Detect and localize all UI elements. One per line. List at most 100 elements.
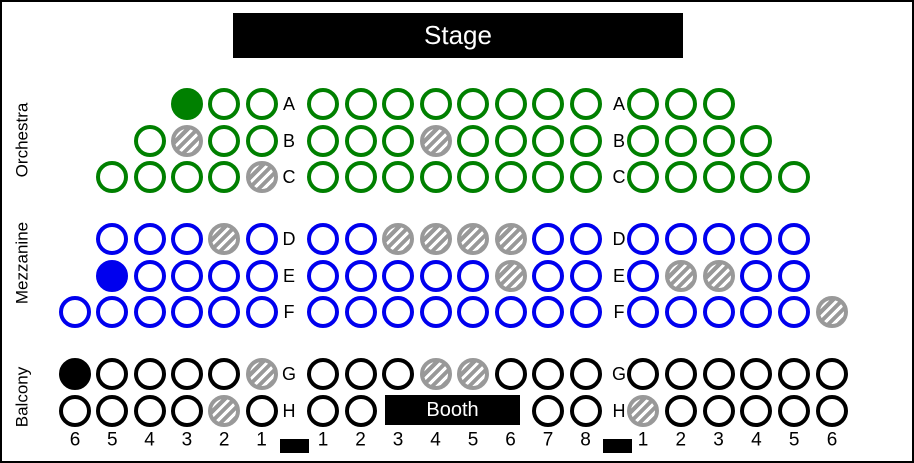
seat-E-left-2[interactable] [208,259,241,292]
seat-C-center-1[interactable] [307,161,339,193]
seat-C-right-5[interactable] [778,161,811,193]
seat-H-right-2[interactable] [664,394,697,427]
seat-A-right-3[interactable] [702,88,735,120]
seat-H-left-6[interactable] [59,394,91,427]
seat-B-right-3[interactable] [702,124,735,157]
seat-F-right-3[interactable] [702,296,735,328]
seat-G-right-4[interactable] [740,358,773,390]
seat-G-center-6[interactable] [494,358,527,390]
seat-F-left-4[interactable] [133,296,166,328]
seat-H-left-3[interactable] [170,394,203,427]
seat-D-right-4[interactable] [740,223,773,255]
seat-C-left-4[interactable] [133,161,166,193]
seat-F-center-4[interactable] [419,296,452,328]
seat-F-center-6[interactable] [494,296,527,328]
seat-B-right-4[interactable] [740,124,773,157]
seat-C-center-2[interactable] [344,161,377,193]
seat-C-right-4[interactable] [740,161,773,193]
seat-C-center-7[interactable] [532,161,564,193]
seat-F-right-2[interactable] [664,296,697,328]
seat-D-center-1[interactable] [307,223,339,255]
seat-F-left-5[interactable] [96,296,129,328]
seat-B-center-6[interactable] [494,124,527,157]
seat-A-left-1[interactable] [245,88,278,120]
seat-A-center-3[interactable] [382,88,414,120]
seat-C-right-3[interactable] [702,161,735,193]
seat-D-center-2[interactable] [344,223,377,255]
seat-G-center-2[interactable] [344,358,377,390]
seat-H-right-4[interactable] [740,394,773,427]
seat-C-right-1[interactable] [627,161,659,193]
seat-G-right-6[interactable] [816,358,848,390]
seat-H-left-5[interactable] [96,394,129,427]
seat-F-left-2[interactable] [208,296,241,328]
seat-C-left-2[interactable] [208,161,241,193]
seat-H-left-4[interactable] [133,394,166,427]
seat-D-left-5[interactable] [96,223,129,255]
seat-A-right-2[interactable] [664,88,697,120]
seat-B-center-5[interactable] [457,124,489,157]
seat-H-center-1[interactable] [307,394,339,427]
seat-G-left-3[interactable] [170,358,203,390]
seat-D-center-8[interactable] [569,223,602,255]
seat-B-left-2[interactable] [208,124,241,157]
seat-A-center-4[interactable] [419,88,452,120]
seat-G-left-5[interactable] [96,358,129,390]
seat-B-center-8[interactable] [569,124,602,157]
seat-B-center-1[interactable] [307,124,339,157]
seat-F-right-4[interactable] [740,296,773,328]
seat-E-left-1[interactable] [245,259,278,292]
seat-G-right-2[interactable] [664,358,697,390]
seat-C-center-8[interactable] [569,161,602,193]
seat-B-center-2[interactable] [344,124,377,157]
seat-E-center-2[interactable] [344,259,377,292]
seat-A-center-7[interactable] [532,88,564,120]
seat-H-right-5[interactable] [778,394,811,427]
seat-E-left-3[interactable] [170,259,203,292]
seat-E-center-1[interactable] [307,259,339,292]
seat-F-right-5[interactable] [778,296,811,328]
seat-D-right-2[interactable] [664,223,697,255]
seat-C-center-5[interactable] [457,161,489,193]
seat-F-center-2[interactable] [344,296,377,328]
seat-E-left-4[interactable] [133,259,166,292]
seat-G-center-1[interactable] [307,358,339,390]
seat-F-left-3[interactable] [170,296,203,328]
seat-F-center-3[interactable] [382,296,414,328]
seat-D-center-7[interactable] [532,223,564,255]
seat-D-left-3[interactable] [170,223,203,255]
seat-H-right-6[interactable] [816,394,848,427]
seat-G-left-2[interactable] [208,358,241,390]
seat-A-center-5[interactable] [457,88,489,120]
seat-B-right-1[interactable] [627,124,659,157]
seat-G-right-3[interactable] [702,358,735,390]
seat-C-center-6[interactable] [494,161,527,193]
seat-E-right-1[interactable] [627,259,659,292]
seat-E-center-8[interactable] [569,259,602,292]
seat-F-right-1[interactable] [627,296,659,328]
seat-H-center-7[interactable] [532,394,564,427]
seat-C-right-2[interactable] [664,161,697,193]
seat-E-right-5[interactable] [778,259,811,292]
seat-G-right-1[interactable] [627,358,659,390]
seat-D-right-1[interactable] [627,223,659,255]
seat-A-center-8[interactable] [569,88,602,120]
seat-E-center-7[interactable] [532,259,564,292]
seat-B-center-3[interactable] [382,124,414,157]
seat-A-right-1[interactable] [627,88,659,120]
seat-G-center-7[interactable] [532,358,564,390]
seat-H-left-1[interactable] [245,394,278,427]
seat-B-left-1[interactable] [245,124,278,157]
seat-D-right-5[interactable] [778,223,811,255]
seat-H-center-2[interactable] [344,394,377,427]
seat-B-right-2[interactable] [664,124,697,157]
seat-G-right-5[interactable] [778,358,811,390]
seat-F-center-5[interactable] [457,296,489,328]
seat-A-center-2[interactable] [344,88,377,120]
seat-A-center-6[interactable] [494,88,527,120]
seat-F-center-8[interactable] [569,296,602,328]
seat-E-center-5[interactable] [457,259,489,292]
seat-E-right-4[interactable] [740,259,773,292]
seat-E-center-4[interactable] [419,259,452,292]
seat-F-center-7[interactable] [532,296,564,328]
